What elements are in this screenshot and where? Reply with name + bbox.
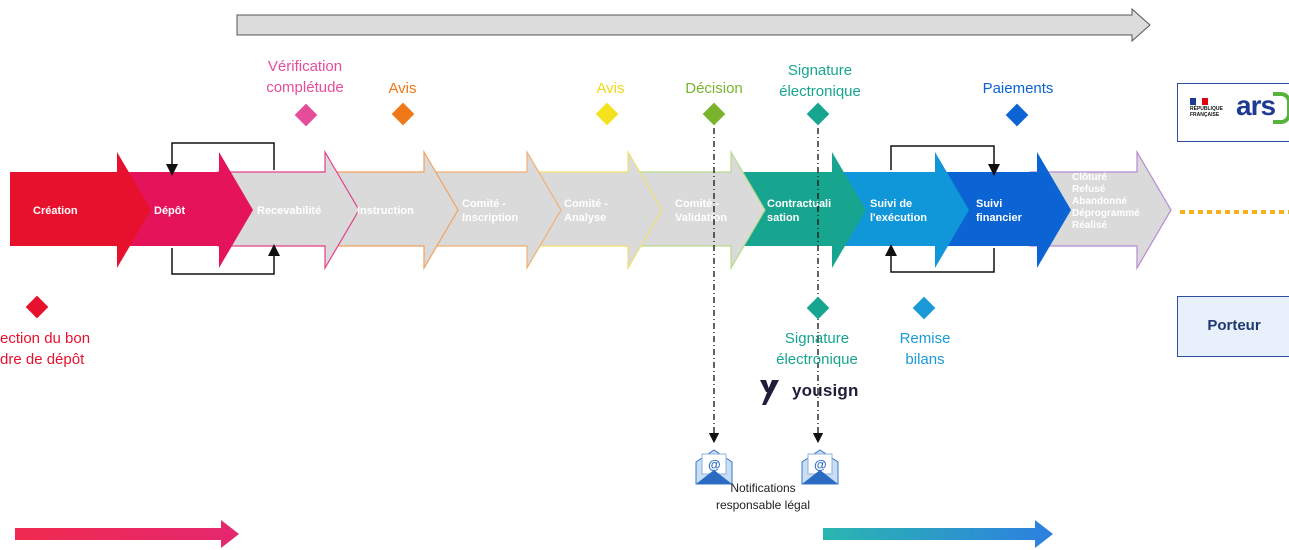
yousign-logo: yousign [758, 378, 868, 406]
step-label-suivi-financier: Suivi financier [976, 198, 1022, 224]
actor-porteur: Porteur [1177, 296, 1289, 357]
step-label-statuts-finaux: Clôturé Refusé Abandonné Déprogrammé Réa… [1072, 172, 1140, 231]
process-step-comite-inscription [419, 150, 562, 271]
milestone-label-avis-2: Avis [596, 80, 625, 97]
step-label-recevabilite: Recevabilité [257, 205, 322, 217]
step-label-depot: Dépôt [154, 205, 186, 217]
process-step-suivi-execution [828, 152, 969, 268]
actor-porteur-label: Porteur [1207, 317, 1261, 334]
process-step-depot [112, 152, 253, 268]
email-notification-icon: @ [801, 449, 839, 485]
process-step-creation [10, 152, 151, 268]
bottom-arrow-right [823, 520, 1053, 548]
milestone-label-verification: Vérification complétude [266, 58, 344, 96]
process-step-recevabilite [217, 150, 360, 271]
milestone-label-signature-top: Signature électronique [779, 62, 861, 100]
notifications-label: Notifications responsable légal [715, 481, 811, 512]
marianne-icon [1190, 98, 1208, 105]
svg-text:@: @ [814, 457, 827, 472]
step-label-instruction: Instruction [357, 205, 414, 217]
milestone-label-decision: Décision [685, 80, 743, 97]
milestone-label-remise-bilans: Remise bilans [899, 330, 951, 368]
email-notification-icon: @ [695, 449, 733, 485]
milestone-label-selection: ection du bon dre de dépôt [0, 330, 91, 368]
step-label-comite-analyse: Comité - Analyse [564, 198, 608, 224]
ars-swoosh-icon [1273, 92, 1289, 124]
step-label-comite-inscription: Comité - Inscription [462, 198, 519, 224]
step-label-creation: Création [33, 205, 78, 217]
process-step-contractualisation [725, 152, 866, 268]
step-label-contractualisation: Contractuali sation [767, 198, 832, 224]
milestone-label-signature-bottom: Signature électronique [776, 330, 858, 368]
svg-text:@: @ [708, 457, 721, 472]
top-timeline-arrow [236, 8, 1151, 43]
bottom-arrow-left [15, 520, 239, 548]
milestone-label-paiements: Paiements [982, 80, 1054, 97]
process-step-suivi-financier [930, 152, 1071, 268]
logo-box: RÉPUBLIQUE FRANÇAISE ars [1177, 83, 1289, 142]
republique-francaise-label: RÉPUBLIQUE FRANÇAISE [1190, 106, 1223, 118]
yousign-wordmark: yousign [792, 381, 859, 400]
process-chevrons [10, 150, 1172, 271]
process-step-comite-validation [623, 150, 766, 271]
yousign-mark-icon [760, 380, 779, 405]
milestone-label-avis-1: Avis [388, 80, 417, 97]
ars-logo-text: ars [1236, 90, 1276, 121]
step-label-suivi-execution: Suivi de l'exécution [870, 198, 928, 224]
